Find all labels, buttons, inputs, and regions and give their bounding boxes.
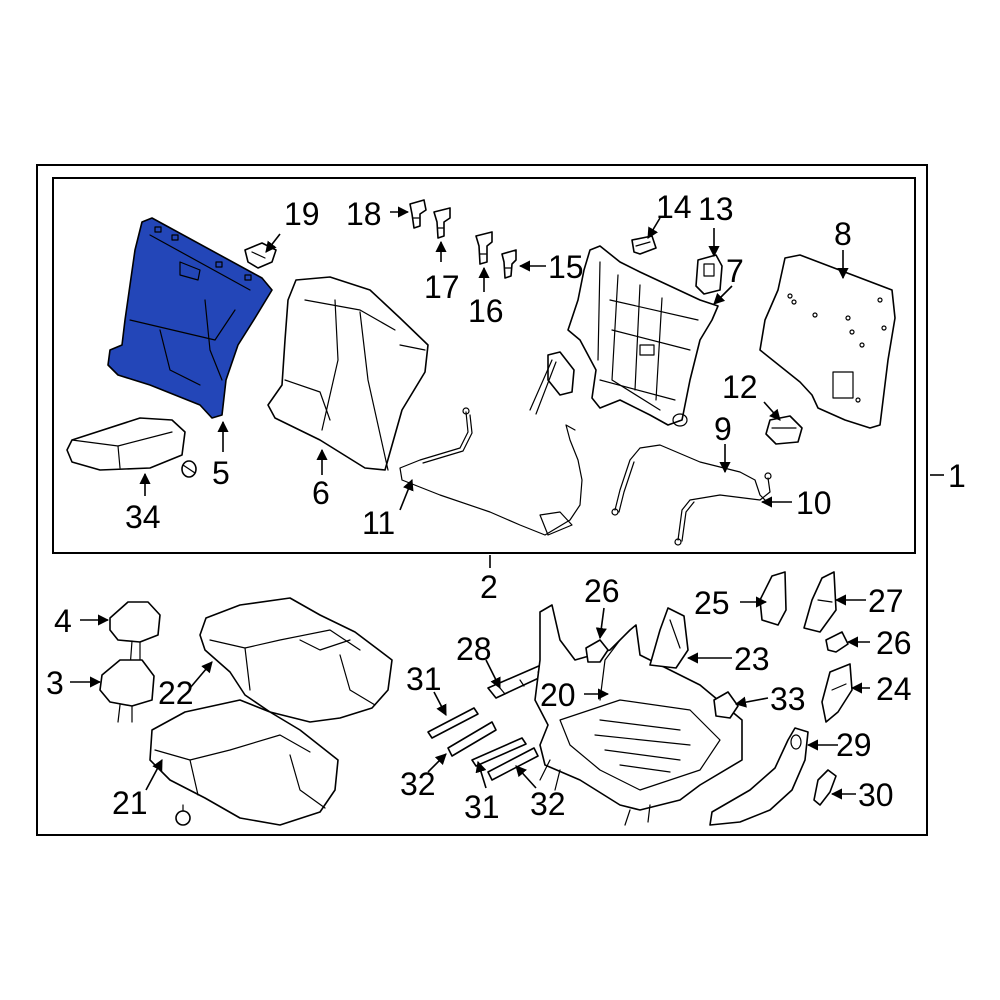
part-32-rail-a[interactable] xyxy=(447,721,497,757)
part-31-rail-a[interactable] xyxy=(427,707,479,739)
part-22-seat-cushion-cover[interactable] xyxy=(199,597,393,723)
callout-24: 24 xyxy=(876,671,912,707)
callout-7: 7 xyxy=(726,253,744,289)
part-26-clip-b[interactable] xyxy=(825,631,849,653)
part-14-bracket[interactable] xyxy=(631,235,657,255)
part-24-trim[interactable] xyxy=(821,663,853,723)
callout-25: 25 xyxy=(694,585,730,621)
callout-26-a: 26 xyxy=(584,573,620,609)
callout-19: 19 xyxy=(284,196,320,232)
callout-10: 10 xyxy=(796,485,832,521)
part-16-headrest-guide[interactable] xyxy=(475,231,493,265)
callout-34: 34 xyxy=(125,499,161,535)
part-32-rail-b[interactable] xyxy=(487,747,539,781)
leader-lines xyxy=(70,206,944,800)
callout-20: 20 xyxy=(540,677,576,713)
part-20-seat-frame[interactable] xyxy=(534,604,743,826)
callout-30: 30 xyxy=(858,777,894,813)
part-29-side-shield[interactable] xyxy=(709,727,809,826)
callout-22: 22 xyxy=(158,675,194,711)
part-19-clip[interactable] xyxy=(244,242,277,269)
callout-14: 14 xyxy=(656,189,692,225)
part-6-seatback-cover[interactable] xyxy=(267,276,429,471)
part-21-seat-cushion[interactable] xyxy=(149,699,339,826)
part-30-lever[interactable] xyxy=(813,769,837,806)
callout-15: 15 xyxy=(548,249,584,285)
callout-labels: 1 2 5 6 34 19 18 17 16 15 14 13 7 8 12 9… xyxy=(46,189,966,825)
part-17-headrest-guide[interactable] xyxy=(433,207,451,239)
callout-11: 11 xyxy=(362,505,395,541)
part-34-armrest[interactable] xyxy=(66,417,197,478)
callout-32-a: 32 xyxy=(400,766,436,802)
callout-21: 21 xyxy=(112,785,148,821)
callout-13: 13 xyxy=(698,191,734,227)
part-18-headrest-guide[interactable] xyxy=(409,199,427,229)
part-25-trim[interactable] xyxy=(759,571,787,626)
callout-32-b: 32 xyxy=(530,786,566,822)
callout-31-b: 31 xyxy=(464,789,500,825)
part-23-side-trim[interactable] xyxy=(649,607,689,669)
part-27-trim[interactable] xyxy=(803,571,837,633)
part-10-cable[interactable] xyxy=(674,472,772,546)
part-8-back-panel[interactable] xyxy=(759,254,896,429)
inner-frame-seatback-group xyxy=(52,177,916,554)
part-31-rail-b[interactable] xyxy=(471,737,527,767)
part-7-seatback-frame[interactable] xyxy=(529,245,719,427)
part-5-seatback-pad[interactable] xyxy=(107,217,273,419)
callout-17: 17 xyxy=(424,269,460,305)
part-4-headrest[interactable] xyxy=(109,601,161,669)
callout-3: 3 xyxy=(46,665,64,701)
callout-29: 29 xyxy=(836,727,872,763)
callout-16: 16 xyxy=(468,293,504,329)
callout-6: 6 xyxy=(312,475,330,511)
outer-frame xyxy=(36,164,928,836)
callout-9: 9 xyxy=(714,411,732,447)
callout-31-a: 31 xyxy=(406,661,442,697)
part-33-clip[interactable] xyxy=(713,691,739,719)
part-3-headrest[interactable] xyxy=(99,659,155,723)
callout-1: 1 xyxy=(948,458,966,494)
callout-28: 28 xyxy=(456,631,492,667)
callout-8: 8 xyxy=(834,216,852,252)
part-13-latch[interactable] xyxy=(695,254,723,295)
part-9-cable[interactable] xyxy=(611,444,771,516)
part-12-cover[interactable] xyxy=(765,415,803,445)
callout-2: 2 xyxy=(480,569,498,605)
callout-27: 27 xyxy=(868,583,904,619)
callout-4: 4 xyxy=(54,603,72,639)
part-26-clip-a[interactable] xyxy=(585,639,609,663)
callout-26-b: 26 xyxy=(876,625,912,661)
callout-23: 23 xyxy=(734,641,770,677)
part-11-cable[interactable] xyxy=(399,407,583,536)
callout-33: 33 xyxy=(770,681,806,717)
part-15-headrest-guide[interactable] xyxy=(501,249,517,279)
callout-18: 18 xyxy=(346,196,382,232)
callout-12: 12 xyxy=(722,369,758,405)
callout-5: 5 xyxy=(212,455,230,491)
